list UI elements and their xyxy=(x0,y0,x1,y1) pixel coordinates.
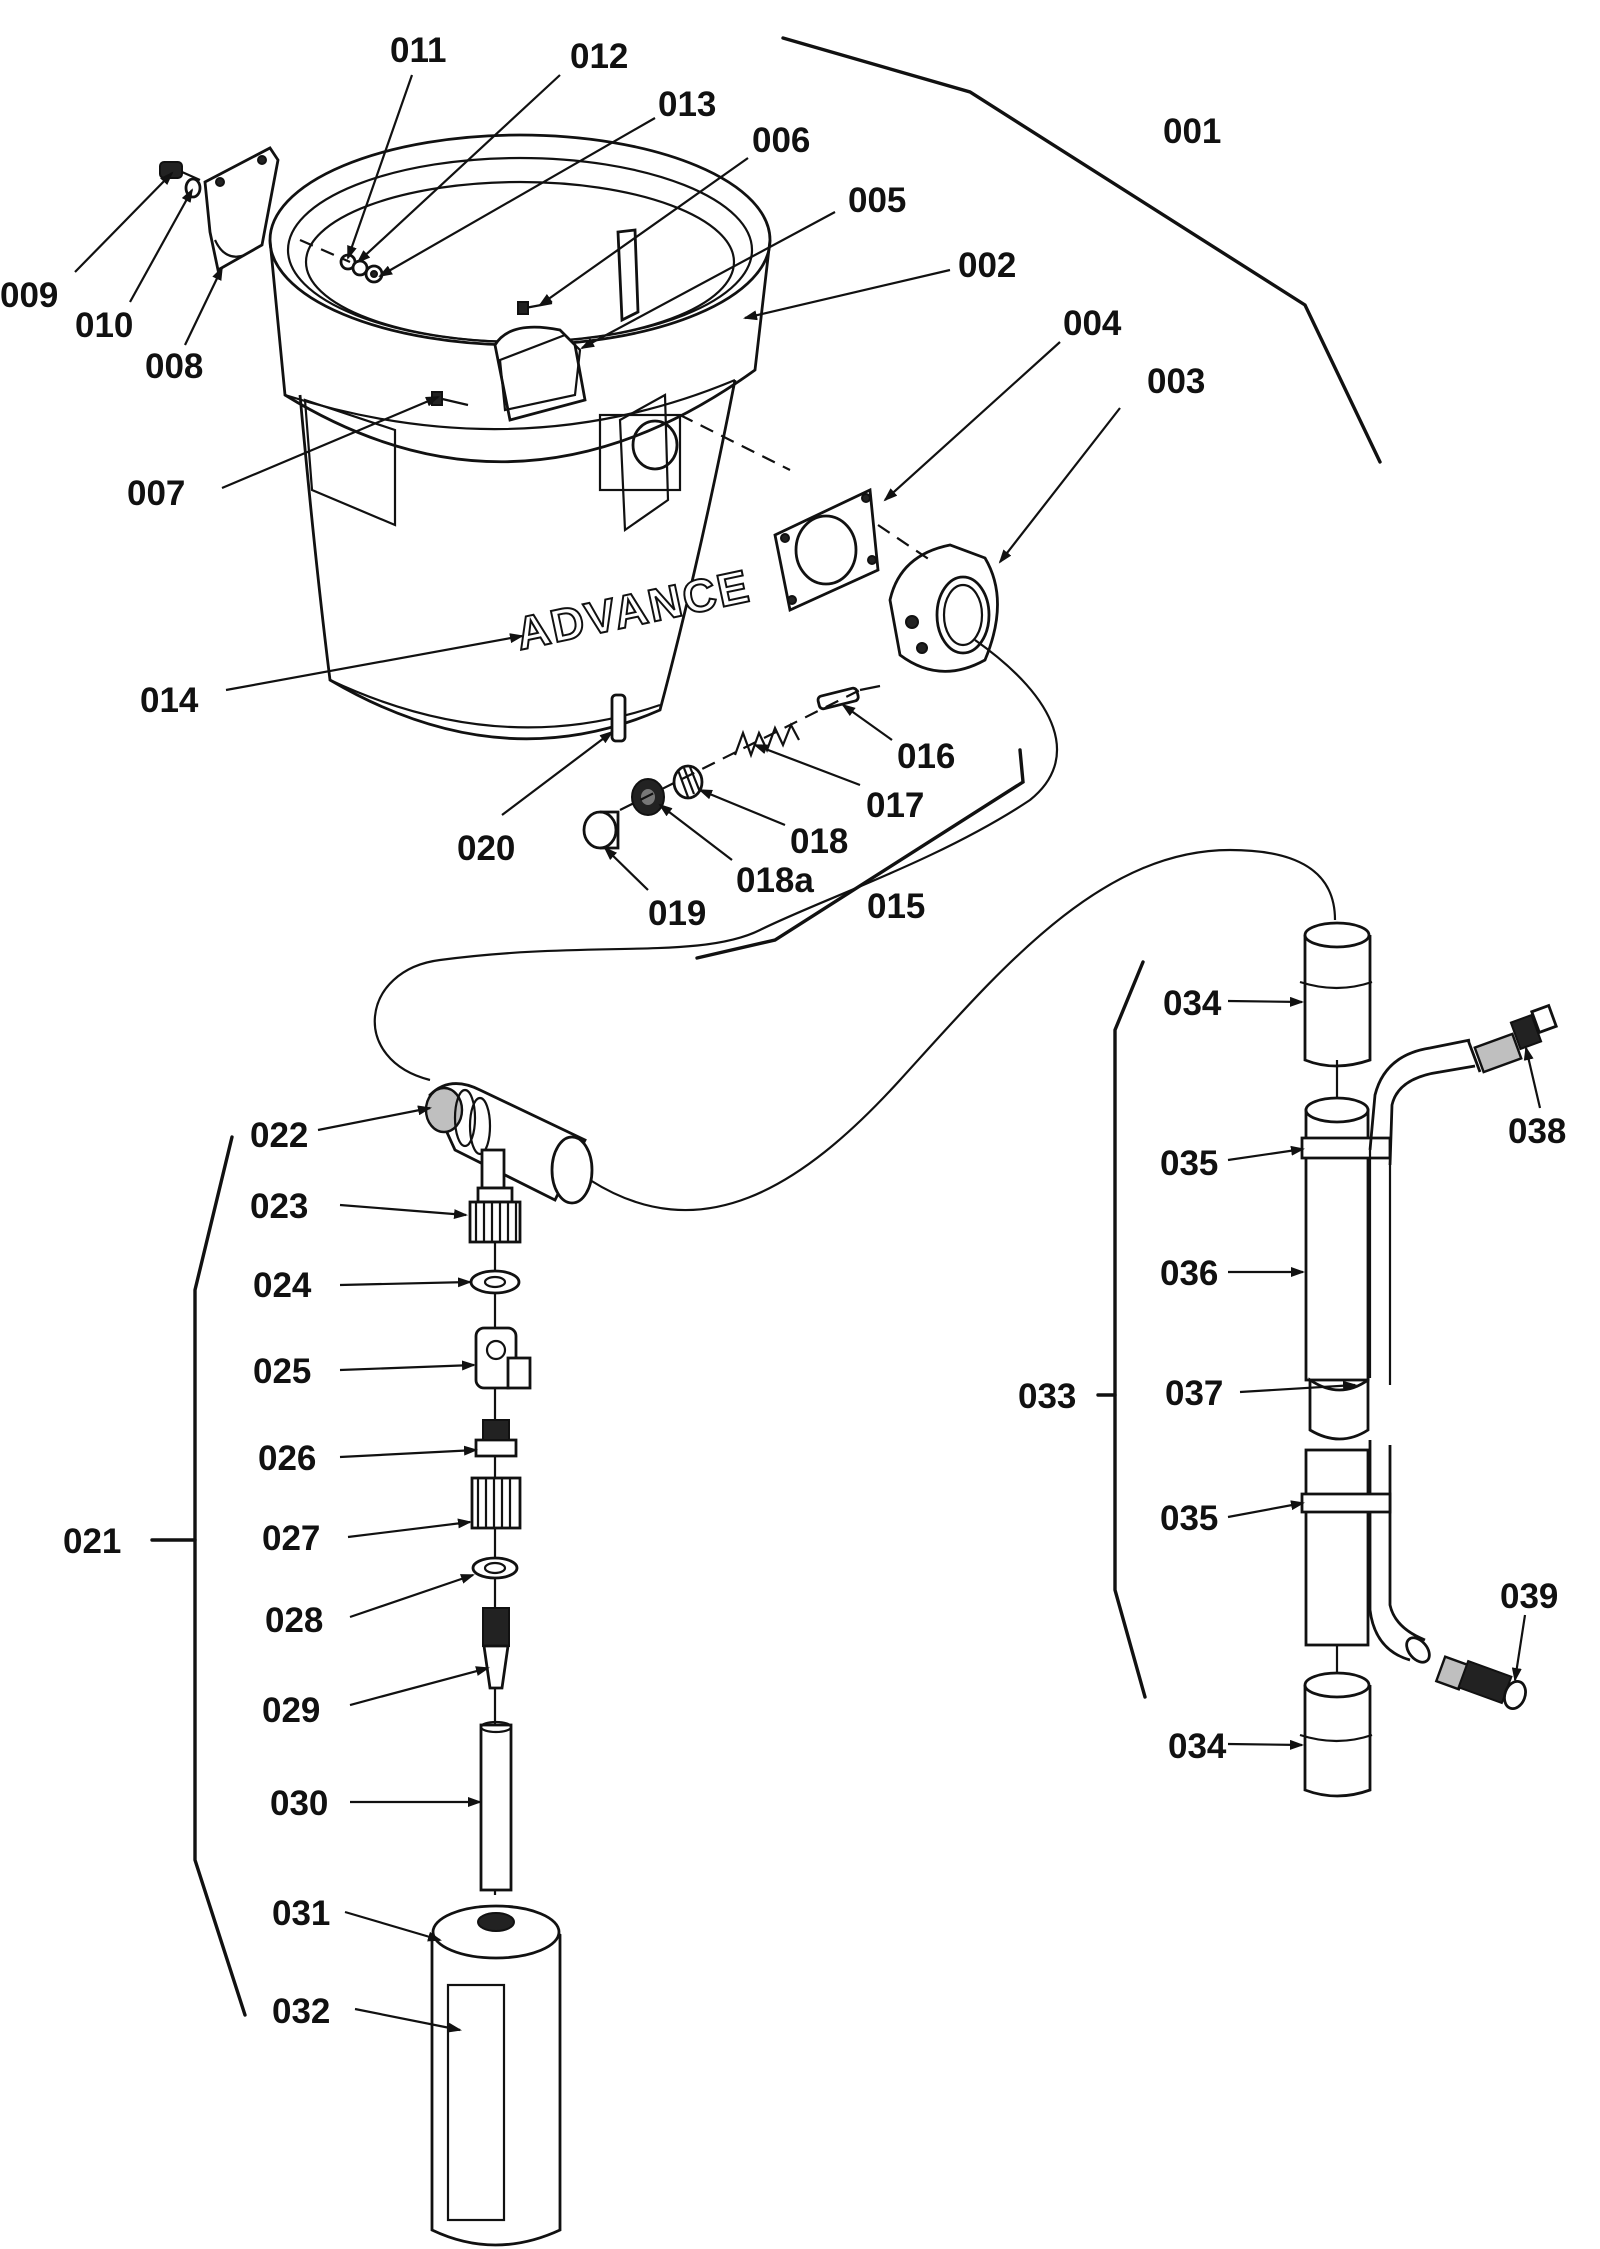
callout-013: 013 xyxy=(658,85,716,124)
screw-006 xyxy=(517,301,553,315)
leader-lines xyxy=(74,74,1542,2033)
callout-031: 031 xyxy=(272,1894,330,1933)
gasket-plate xyxy=(773,487,880,613)
callout-009: 009 xyxy=(0,276,58,315)
callout-010: 010 xyxy=(75,306,133,345)
screw-007 xyxy=(431,391,469,407)
callout-002: 002 xyxy=(958,246,1016,285)
callout-022: 022 xyxy=(250,1116,308,1155)
callout-015: 015 xyxy=(867,887,925,926)
callout-018: 018 xyxy=(790,822,848,861)
callout-033: 033 xyxy=(1018,1377,1076,1416)
callout-029: 029 xyxy=(262,1691,320,1730)
valve-parts xyxy=(582,684,881,850)
callout-023: 023 xyxy=(250,1187,308,1226)
callout-016: 016 xyxy=(897,737,955,776)
bracket-001 xyxy=(781,36,1382,464)
callout-024: 024 xyxy=(253,1266,312,1305)
wand-assembly xyxy=(1299,921,1559,1798)
callout-011: 011 xyxy=(390,31,446,70)
tank-logo: ADVANCE xyxy=(511,559,755,659)
callout-028: 028 xyxy=(265,1601,323,1640)
callout-018a: 018a xyxy=(736,861,814,900)
callout-026: 026 xyxy=(258,1439,316,1478)
fitting-stack xyxy=(430,1186,562,2247)
callout-017: 017 xyxy=(866,786,924,825)
callout-020: 020 xyxy=(457,829,515,868)
callout-034-bottom: 034 xyxy=(1168,1727,1227,1766)
callout-032: 032 xyxy=(272,1992,330,2031)
callout-014: 014 xyxy=(140,681,199,720)
callout-027: 027 xyxy=(262,1519,320,1558)
callout-006: 006 xyxy=(752,121,810,160)
callout-037: 037 xyxy=(1165,1374,1223,1413)
callout-001: 001 xyxy=(1163,112,1221,151)
callout-025: 025 xyxy=(253,1352,311,1391)
callout-labels: 001 011 012 013 006 005 002 004 003 009 … xyxy=(0,31,1566,2031)
callout-004: 004 xyxy=(1063,304,1122,343)
bracket-015 xyxy=(695,748,1025,960)
washer-010 xyxy=(184,177,202,199)
callout-005: 005 xyxy=(848,181,906,220)
inner-bracket-part xyxy=(493,325,587,422)
callout-003: 003 xyxy=(1147,362,1205,401)
hose-cuff xyxy=(424,1082,594,1205)
hose-line xyxy=(373,639,1059,1082)
callout-019: 019 xyxy=(648,894,706,933)
bracket-021 xyxy=(193,1135,247,2017)
callout-030: 030 xyxy=(270,1784,328,1823)
callout-007: 007 xyxy=(127,474,185,513)
bolt-009 xyxy=(159,161,201,182)
callout-012: 012 xyxy=(570,37,628,76)
callout-008: 008 xyxy=(145,347,203,386)
clip-bracket xyxy=(203,146,280,273)
callout-038: 038 xyxy=(1508,1112,1566,1151)
callout-035-top: 035 xyxy=(1160,1144,1218,1183)
hose-line-2 xyxy=(589,848,1337,1212)
bracket-033 xyxy=(1113,960,1147,1699)
callout-034-top: 034 xyxy=(1163,984,1222,1023)
inlet-elbow xyxy=(888,543,999,673)
callout-036: 036 xyxy=(1160,1254,1218,1293)
callout-035-bottom: 035 xyxy=(1160,1499,1218,1538)
callout-039: 039 xyxy=(1500,1577,1558,1616)
callout-021: 021 xyxy=(63,1522,121,1561)
